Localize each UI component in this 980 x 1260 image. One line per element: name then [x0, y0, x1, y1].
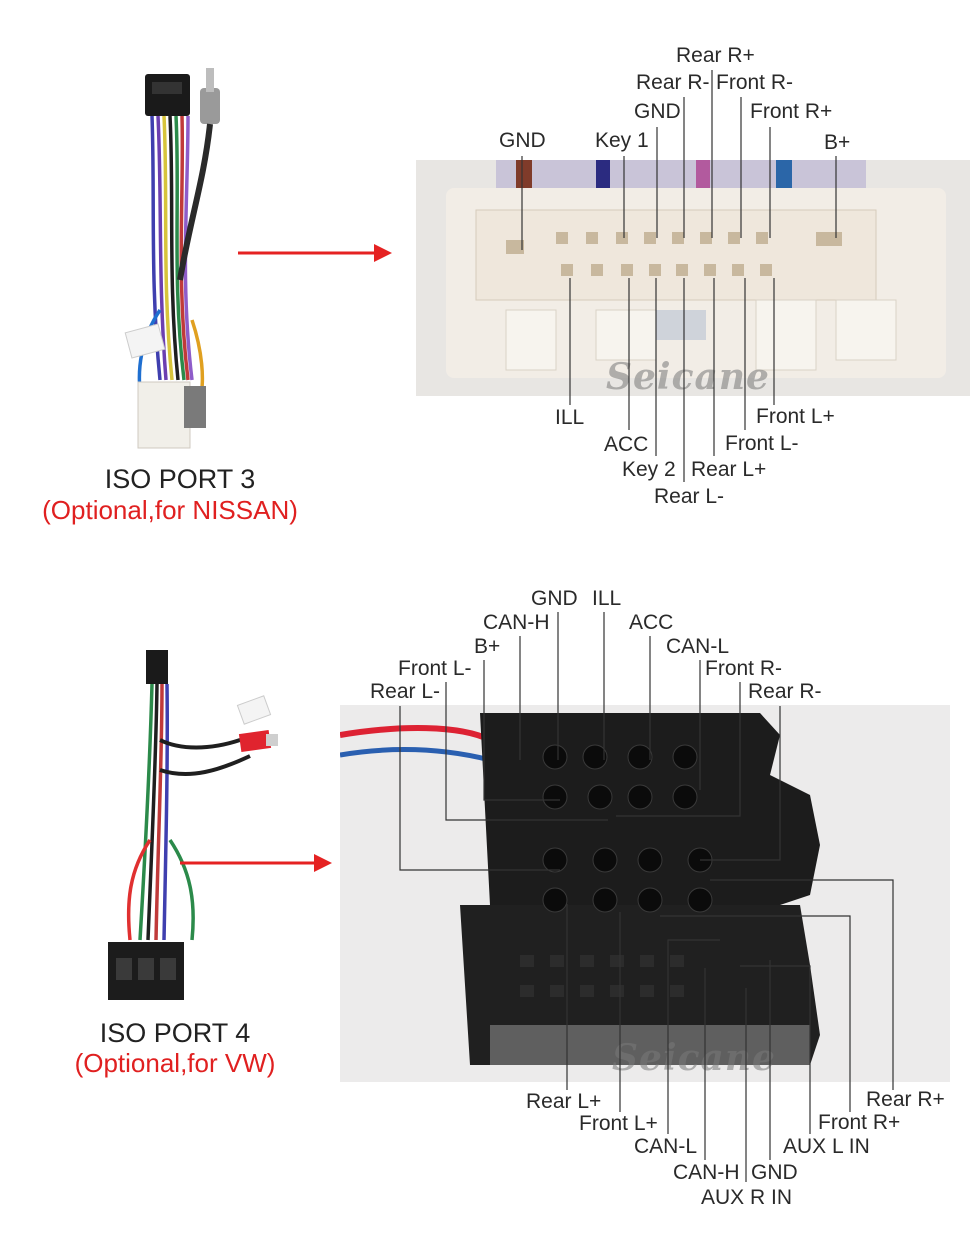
label-iso4-front-r-plus: Front R+: [818, 1111, 901, 1134]
label-iso4-front-l-minus: Front L-: [398, 657, 472, 680]
label-iso4-can-h: CAN-H: [483, 611, 550, 634]
port-subtitle-iso3: (Optional,for NISSAN): [42, 495, 298, 525]
label-iso3-gnd: GND: [499, 129, 546, 152]
label-iso4-front-l-plus: Front L+: [579, 1112, 658, 1135]
label-iso3-front-l-plus: Front L+: [756, 405, 835, 428]
label-iso4-rear-l-plus: Rear L+: [526, 1090, 602, 1113]
label-iso4-gnd: GND: [531, 587, 578, 610]
port-title-iso4: ISO PORT 4: [99, 1018, 251, 1048]
label-iso3-rear-r-plus: Rear R+: [676, 44, 755, 67]
label-iso4-aux-r-in: AUX R IN: [701, 1186, 793, 1209]
label-iso4-ill: ILL: [592, 587, 622, 610]
watermark-iso4: Seicane: [612, 1037, 776, 1079]
harness-photo-iso4: [108, 650, 278, 1000]
connector-photo-iso3: Seicane: [416, 160, 970, 396]
label-iso4-rear-r-minus: Rear R-: [748, 680, 822, 703]
label-iso4-acc: ACC: [629, 611, 674, 634]
label-iso4-rear-r-plus: Rear R+: [866, 1088, 945, 1111]
arrow-iso4: [180, 854, 332, 872]
watermark-iso3: Seicane: [606, 356, 770, 396]
label-iso4-gnd: GND: [751, 1161, 798, 1184]
port-subtitle-iso4: (Optional,for VW): [74, 1048, 276, 1078]
label-iso4-front-r-minus: Front R-: [705, 657, 783, 680]
label-iso3-rear-r-minus: Rear R-: [636, 71, 710, 94]
connector-photo-iso4: Seicane: [340, 705, 950, 1082]
label-iso3-front-r-plus: Front R+: [750, 100, 833, 123]
label-iso4-can-l: CAN-L: [634, 1135, 698, 1158]
label-iso4-aux-l-in: AUX L IN: [783, 1135, 870, 1158]
port-title-iso3: ISO PORT 3: [104, 464, 256, 494]
label-iso3-ill: ILL: [555, 406, 585, 429]
label-iso3-key2: Key 2: [622, 458, 676, 481]
harness-photo-iso3: [124, 68, 220, 449]
label-iso3-gnd-2: GND: [634, 100, 681, 123]
label-iso3-acc: ACC: [604, 433, 649, 456]
label-iso3-key1: Key 1: [595, 129, 649, 152]
label-iso4-b-plus: B+: [474, 635, 501, 658]
label-iso3-front-r-minus: Front R-: [716, 71, 794, 94]
label-iso4-can-h: CAN-H: [673, 1161, 740, 1184]
label-iso4-can-l: CAN-L: [666, 635, 730, 658]
label-iso4-rear-l-minus: Rear L-: [370, 680, 441, 703]
label-iso3-rear-l-minus: Rear L-: [654, 485, 725, 508]
label-iso3-b-plus: B+: [824, 131, 851, 154]
arrow-iso3: [238, 244, 392, 262]
label-iso3-rear-l-plus: Rear L+: [691, 458, 767, 481]
label-iso3-front-l-minus: Front L-: [725, 432, 799, 455]
leader-lines-iso3: [521, 70, 837, 482]
